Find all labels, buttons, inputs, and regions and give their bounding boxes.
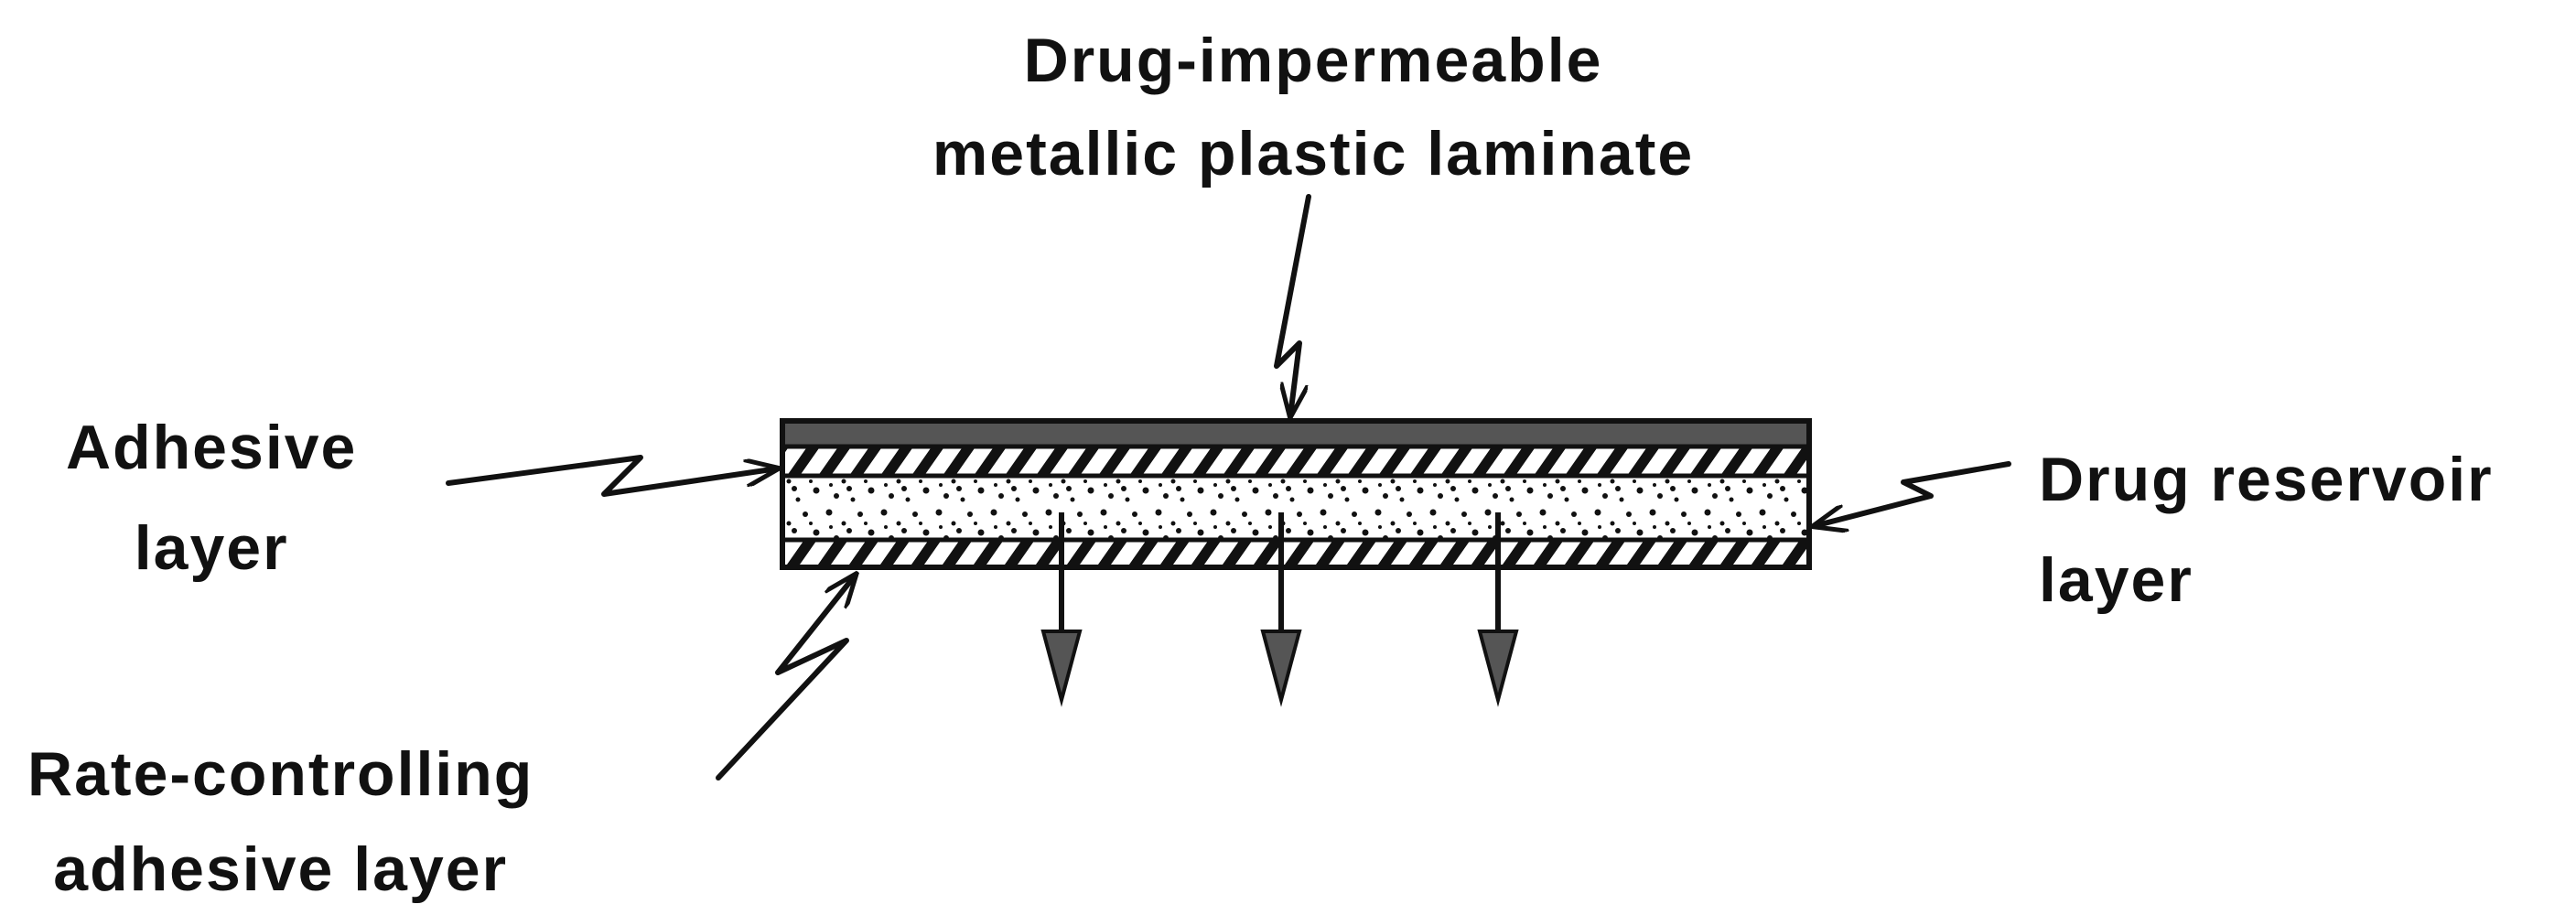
label-impermeable-line1: Drug-impermeable — [1023, 26, 1603, 95]
label-reservoir-line1: Drug reservoir — [2039, 445, 2494, 514]
label-adhesive-line2: layer — [134, 513, 289, 583]
label-rate-controlling-layer: Rate-controlling adhesive layer — [27, 743, 534, 900]
release-arrows — [1040, 512, 1519, 707]
adhesive-layer-band — [780, 444, 1812, 479]
label-adhesive-line1: Adhesive — [66, 413, 358, 482]
label-rate-controlling-line2: adhesive layer — [53, 834, 509, 904]
laminate-layer — [780, 418, 1812, 449]
patch-assembly — [780, 418, 1812, 570]
leader-impermeable — [1274, 194, 1311, 416]
label-rate-controlling-line1: Rate-controlling — [27, 739, 534, 809]
rate-controlling-band — [780, 537, 1812, 570]
leader-reservoir — [1814, 461, 2011, 526]
leader-rate-controlling — [716, 575, 856, 780]
release-arrow-head — [1260, 630, 1302, 707]
label-drug-reservoir-layer: Drug reservoir layer — [2039, 448, 2494, 611]
release-arrow-head — [1477, 630, 1519, 707]
drug-reservoir-band — [780, 473, 1812, 543]
label-impermeable-laminate: Drug-impermeable metallic plastic lamina… — [932, 29, 1694, 185]
label-reservoir-line2: layer — [2039, 545, 2193, 615]
leader-adhesive — [446, 455, 778, 497]
label-adhesive-layer: Adhesive layer — [66, 416, 357, 579]
release-arrow-head — [1040, 630, 1083, 707]
leader-lines — [446, 194, 2011, 780]
label-impermeable-line2: metallic plastic laminate — [932, 119, 1695, 188]
